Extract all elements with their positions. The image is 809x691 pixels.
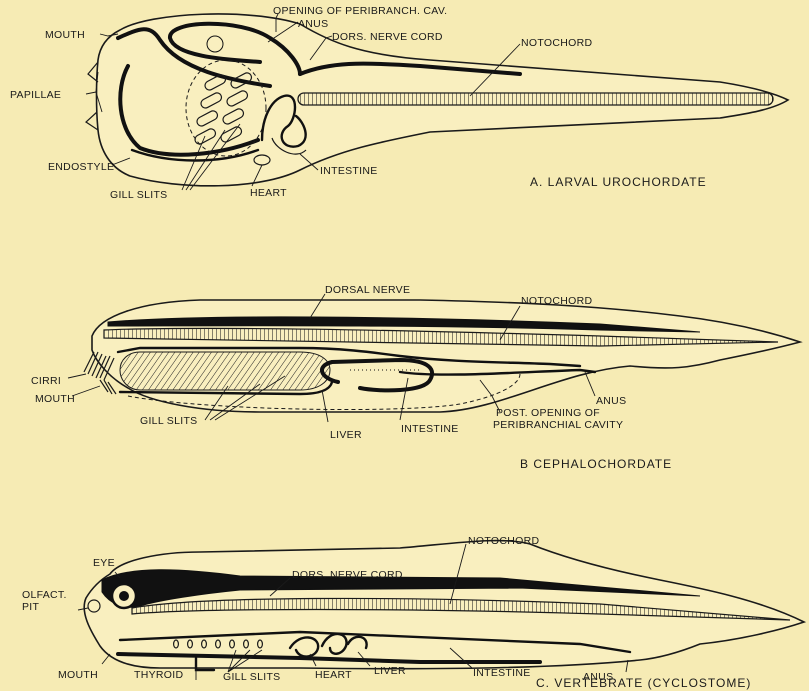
label-intestine-b: INTESTINE (401, 423, 459, 435)
diagram-b-cephalochordate: DORSAL NERVE NOTOCHORD CIRRI MOUTH ANUS … (31, 284, 800, 471)
eye-pupil (119, 591, 129, 601)
label-gill-slits-b: GILL SLITS (140, 415, 197, 427)
label-post-opening-1: POST. OPENING OF (496, 407, 600, 419)
label-nerve-cord-a: DORS. NERVE CORD (332, 31, 443, 43)
cephalochordate-gill-slits (120, 352, 330, 390)
label-mouth-a: MOUTH (45, 29, 85, 41)
caption-b: B CEPHALOCHORDATE (520, 457, 672, 471)
caption-c: C. VERTEBRATE (CYCLOSTOME) (536, 676, 751, 690)
urochordate-notochord (298, 93, 773, 105)
label-anus-b: ANUS (596, 395, 626, 407)
label-thyroid: THYROID (134, 669, 183, 681)
label-dorsal-nerve: DORSAL NERVE (325, 284, 410, 296)
diagram-a-larval-urochordate: OPENING OF PERIBRANCH. CAV. ANUS MOUTH D… (10, 5, 788, 201)
label-olfact-2: PIT (22, 601, 40, 613)
label-notochord-a: NOTOCHORD (521, 37, 592, 49)
label-notochord-c: NOTOCHORD (468, 535, 539, 547)
label-heart-a: HEART (250, 187, 287, 199)
diagram-c-vertebrate: EYE DORS. NERVE CORD NOTOCHORD OLFACT. P… (22, 535, 804, 690)
label-heart-c: HEART (315, 669, 352, 681)
label-papillae: PAPILLAE (10, 89, 61, 101)
label-intestine-a: INTESTINE (320, 165, 378, 177)
label-liver-b: LIVER (330, 429, 362, 441)
label-gill-slits-a: GILL SLITS (110, 189, 167, 201)
label-mouth-b: MOUTH (35, 393, 75, 405)
label-olfact-1: OLFACT. (22, 589, 67, 601)
label-notochord-b: NOTOCHORD (521, 295, 592, 307)
label-post-opening-2: PERIBRANCHIAL CAVITY (493, 419, 623, 431)
label-liver-c: LIVER (374, 665, 406, 677)
label-nerve-cord-c: DORS. NERVE CORD (292, 569, 403, 581)
caption-a: A. LARVAL UROCHORDATE (530, 175, 707, 189)
label-opening-peribranchial: OPENING OF PERIBRANCH. CAV. (273, 5, 447, 17)
label-cirri: CIRRI (31, 375, 61, 387)
label-eye: EYE (93, 557, 115, 569)
label-anus-a: ANUS (298, 18, 328, 30)
label-endostyle: ENDOSTYLE (48, 161, 114, 173)
label-mouth-c: MOUTH (58, 669, 98, 681)
label-gill-slits-c: GILL SLITS (223, 671, 280, 683)
label-intestine-c: INTESTINE (473, 667, 531, 679)
